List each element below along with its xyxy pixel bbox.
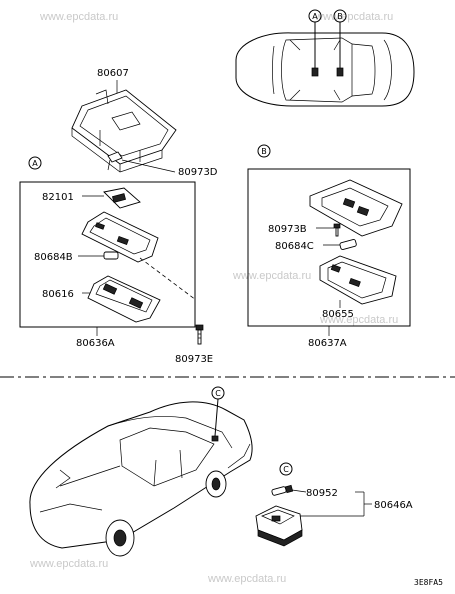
part-label-80655: 80655: [322, 309, 354, 320]
part-label-82101: 82101: [42, 192, 74, 203]
watermark: www.epcdata.ru: [39, 11, 118, 23]
callout-c-car: C: [211, 386, 225, 400]
car-side-view: [29, 398, 253, 557]
part-label-80637a: 80637A: [308, 338, 347, 349]
part-label-80646a: 80646A: [374, 500, 413, 511]
part-label-80684b: 80684B: [34, 252, 73, 263]
part-label-80973b: 80973B: [268, 224, 307, 235]
part-label-80636a: 80636A: [76, 338, 115, 349]
part-label-80684c: 80684C: [275, 241, 314, 252]
screw-80973e: [195, 324, 204, 345]
callout-c-section: C: [279, 462, 293, 476]
watermark: www.epcdata.ru: [319, 314, 398, 326]
bulb-80684c: [339, 239, 357, 250]
watermark: www.epcdata.ru: [314, 11, 393, 23]
car-top-view: [235, 22, 415, 107]
screw-80973b: [333, 223, 341, 237]
svg-text:A: A: [32, 159, 38, 168]
part-label-80607: 80607: [97, 68, 129, 79]
watermark: www.epcdata.ru: [207, 573, 286, 585]
lamp-housing-a: [81, 211, 159, 263]
lamp-lens-80616: [87, 275, 161, 323]
svg-text:A: A: [312, 12, 318, 21]
watermark: www.epcdata.ru: [232, 270, 311, 282]
svg-text:B: B: [337, 12, 343, 21]
section-a-frame: [19, 181, 196, 328]
lens-82101: [103, 187, 141, 209]
part-label-80616: 80616: [42, 289, 74, 300]
map-lamp-80646a: [255, 505, 303, 547]
clip-80973d: [107, 151, 176, 173]
lens-assembly-b: [309, 179, 403, 237]
callout-b-section: B: [257, 144, 271, 158]
watermark: www.epcdata.ru: [29, 558, 108, 570]
diagram-code: 3E8FA5: [414, 578, 443, 587]
part-label-80973e: 80973E: [175, 354, 213, 365]
callout-a-car: A: [308, 9, 322, 23]
bulb-80684b: [103, 251, 119, 260]
part-label-80973d: 80973D: [178, 167, 218, 178]
lamp-housing-b: [319, 255, 397, 305]
callout-a-section: A: [28, 156, 42, 170]
roof-bracket: [71, 89, 177, 173]
callout-b-car: B: [333, 9, 347, 23]
part-label-80952: 80952: [306, 488, 338, 499]
svg-text:C: C: [215, 389, 221, 398]
svg-text:B: B: [261, 147, 267, 156]
svg-text:C: C: [283, 465, 289, 474]
bulb-80952: [271, 484, 294, 496]
